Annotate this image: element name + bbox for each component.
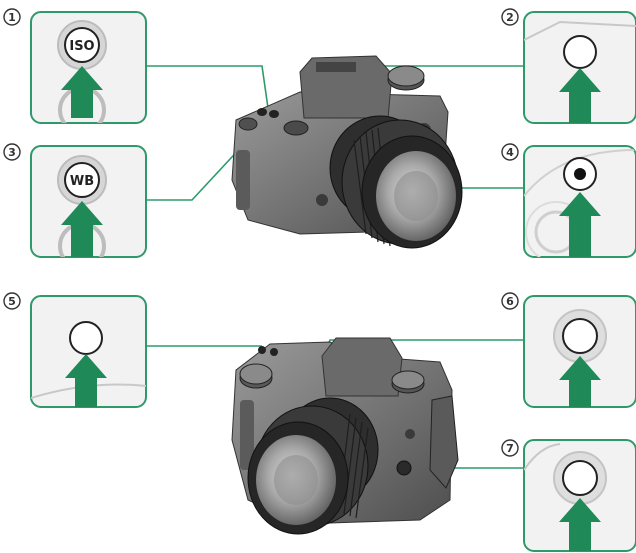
- camera-top-illustration: [232, 56, 462, 248]
- callout-panel-4: 4: [502, 144, 636, 262]
- callout-panel-6: 6: [502, 293, 636, 407]
- callout-panel-3: WB 3: [4, 144, 146, 268]
- wb-button-label: WB: [70, 174, 94, 189]
- camera-bottom-illustration: [232, 338, 458, 534]
- callout-number-3: 3: [8, 146, 16, 159]
- leader-line-1: [146, 66, 268, 108]
- callout-number-6: 6: [506, 295, 514, 308]
- callout-number-4: 4: [506, 146, 514, 159]
- callout-number-1: 1: [8, 11, 16, 24]
- callout-panel-5: 5: [4, 293, 146, 407]
- callout-number-7: 7: [506, 442, 514, 455]
- callout-number-2: 2: [506, 11, 514, 24]
- callout-panel-7: 7: [502, 440, 636, 551]
- callout-number-5: 5: [8, 295, 16, 308]
- record-dot-icon: [574, 168, 586, 180]
- callout-panel-1: ISO 1: [4, 9, 146, 132]
- iso-button-label: ISO: [69, 39, 94, 54]
